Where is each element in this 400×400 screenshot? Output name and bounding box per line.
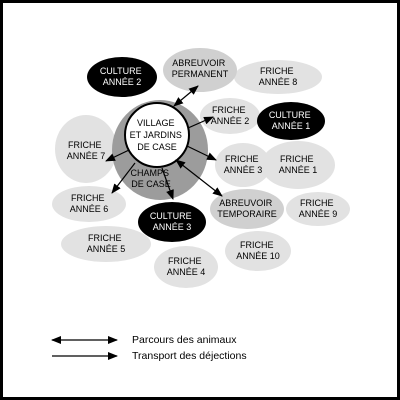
friche-6-field bbox=[52, 186, 126, 222]
friche-8-label: FRICHE ANNÉE 8 bbox=[259, 66, 298, 87]
friche-7-label: FRICHE ANNÉE 7 bbox=[67, 140, 106, 161]
friche-1-label: FRICHE ANNÉE 1 bbox=[279, 154, 318, 175]
village-circle bbox=[124, 102, 190, 168]
culture-3-label: CULTURE ANNÉE 3 bbox=[150, 211, 194, 232]
friche-10-field bbox=[225, 231, 291, 271]
abreuvoir-permanent-field bbox=[163, 48, 237, 92]
manure-to-friche-6 bbox=[111, 162, 136, 194]
friche-8-field bbox=[234, 60, 322, 94]
friche-4-field bbox=[154, 246, 218, 288]
friche-7-field bbox=[55, 115, 117, 183]
friche-2-field bbox=[200, 98, 260, 134]
culture-1-label: CULTURE ANNÉE 1 bbox=[269, 110, 313, 131]
manure-to-friche-3 bbox=[186, 145, 217, 161]
friche-6-label: FRICHE ANNÉE 6 bbox=[70, 193, 109, 214]
culture-2-field bbox=[87, 57, 157, 97]
animal-path-to-abreuvoir-temporaire bbox=[175, 159, 223, 197]
legend-animals-label: Parcours des animaux bbox=[132, 334, 237, 346]
culture-1-field bbox=[257, 102, 325, 140]
champs-de-case-label: CHAMPS DE CASE bbox=[130, 168, 171, 189]
culture-2-label: CULTURE ANNÉE 2 bbox=[100, 66, 144, 87]
manure-to-culture-3 bbox=[161, 167, 174, 200]
village-label: VILLAGE ET JARDINS DE CASE bbox=[130, 118, 185, 152]
abreuvoir-temporaire-field bbox=[210, 189, 284, 229]
animal-path-to-abreuvoir-permanent bbox=[173, 85, 199, 107]
legend-manure-label: Transport des déjections bbox=[132, 350, 247, 362]
friche-1-field bbox=[261, 141, 335, 189]
friche-5-field bbox=[61, 226, 151, 262]
friche-3-label: FRICHE ANNÉE 3 bbox=[224, 154, 263, 175]
friche-2-label: FRICHE ANNÉE 2 bbox=[211, 105, 250, 126]
friche-4-label: FRICHE ANNÉE 4 bbox=[167, 256, 206, 277]
culture-3-field bbox=[138, 202, 206, 242]
manure-to-friche-7 bbox=[105, 149, 130, 162]
abreuvoir-permanent-label: ABREUVOIR PERMANENT bbox=[172, 58, 229, 79]
friche-10-label: FRICHE ANNÉE 10 bbox=[236, 240, 280, 261]
abreuvoir-temporaire-label: ABREUVOIR TEMPORAIRE bbox=[217, 198, 277, 219]
friche-9-label: FRICHE ANNÉE 9 bbox=[299, 198, 338, 219]
friche-5-label: FRICHE ANNÉE 5 bbox=[87, 233, 126, 254]
friche-9-field bbox=[286, 192, 350, 226]
friche-3-field bbox=[215, 143, 271, 187]
manure-to-friche-2 bbox=[187, 116, 214, 129]
